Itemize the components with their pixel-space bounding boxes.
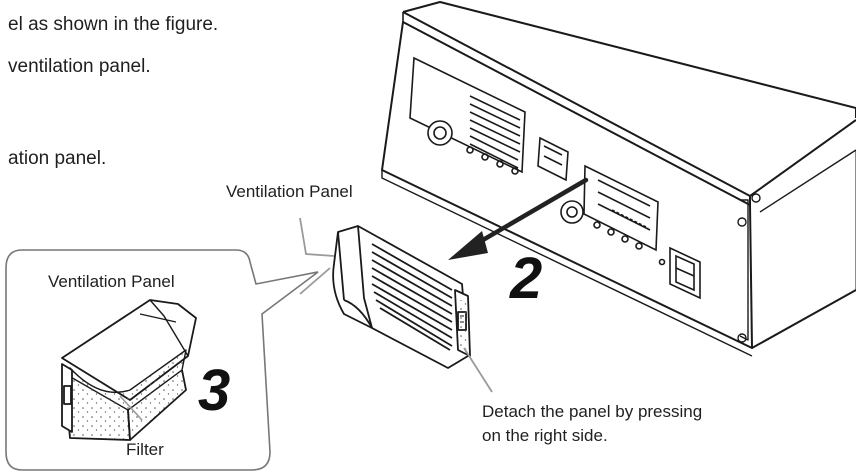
ventilation-panel-detached — [332, 225, 471, 369]
filter-label: Filter — [126, 440, 164, 459]
device-left-grille — [409, 56, 526, 175]
callout-panel-label: Ventilation Panel — [48, 272, 175, 291]
detach-instruction-line-2: on the right side. — [482, 426, 608, 445]
ventilation-panel-with-filter — [61, 299, 197, 441]
removal-arrow — [448, 177, 589, 260]
instruction-line-3: ation panel. — [8, 148, 107, 169]
ventilation-panel-label: Ventilation Panel — [226, 182, 353, 201]
filter-leader-line — [119, 395, 143, 421]
step-3-number: 3 — [198, 358, 231, 423]
instruction-line-1: el as shown in the figure. — [8, 14, 219, 35]
instruction-line-2: ventilation panel. — [8, 56, 151, 77]
device-right-module — [537, 136, 701, 300]
step-2-number: 2 — [510, 246, 543, 311]
detach-instruction-line-1: Detach the panel by pressing — [482, 402, 703, 421]
